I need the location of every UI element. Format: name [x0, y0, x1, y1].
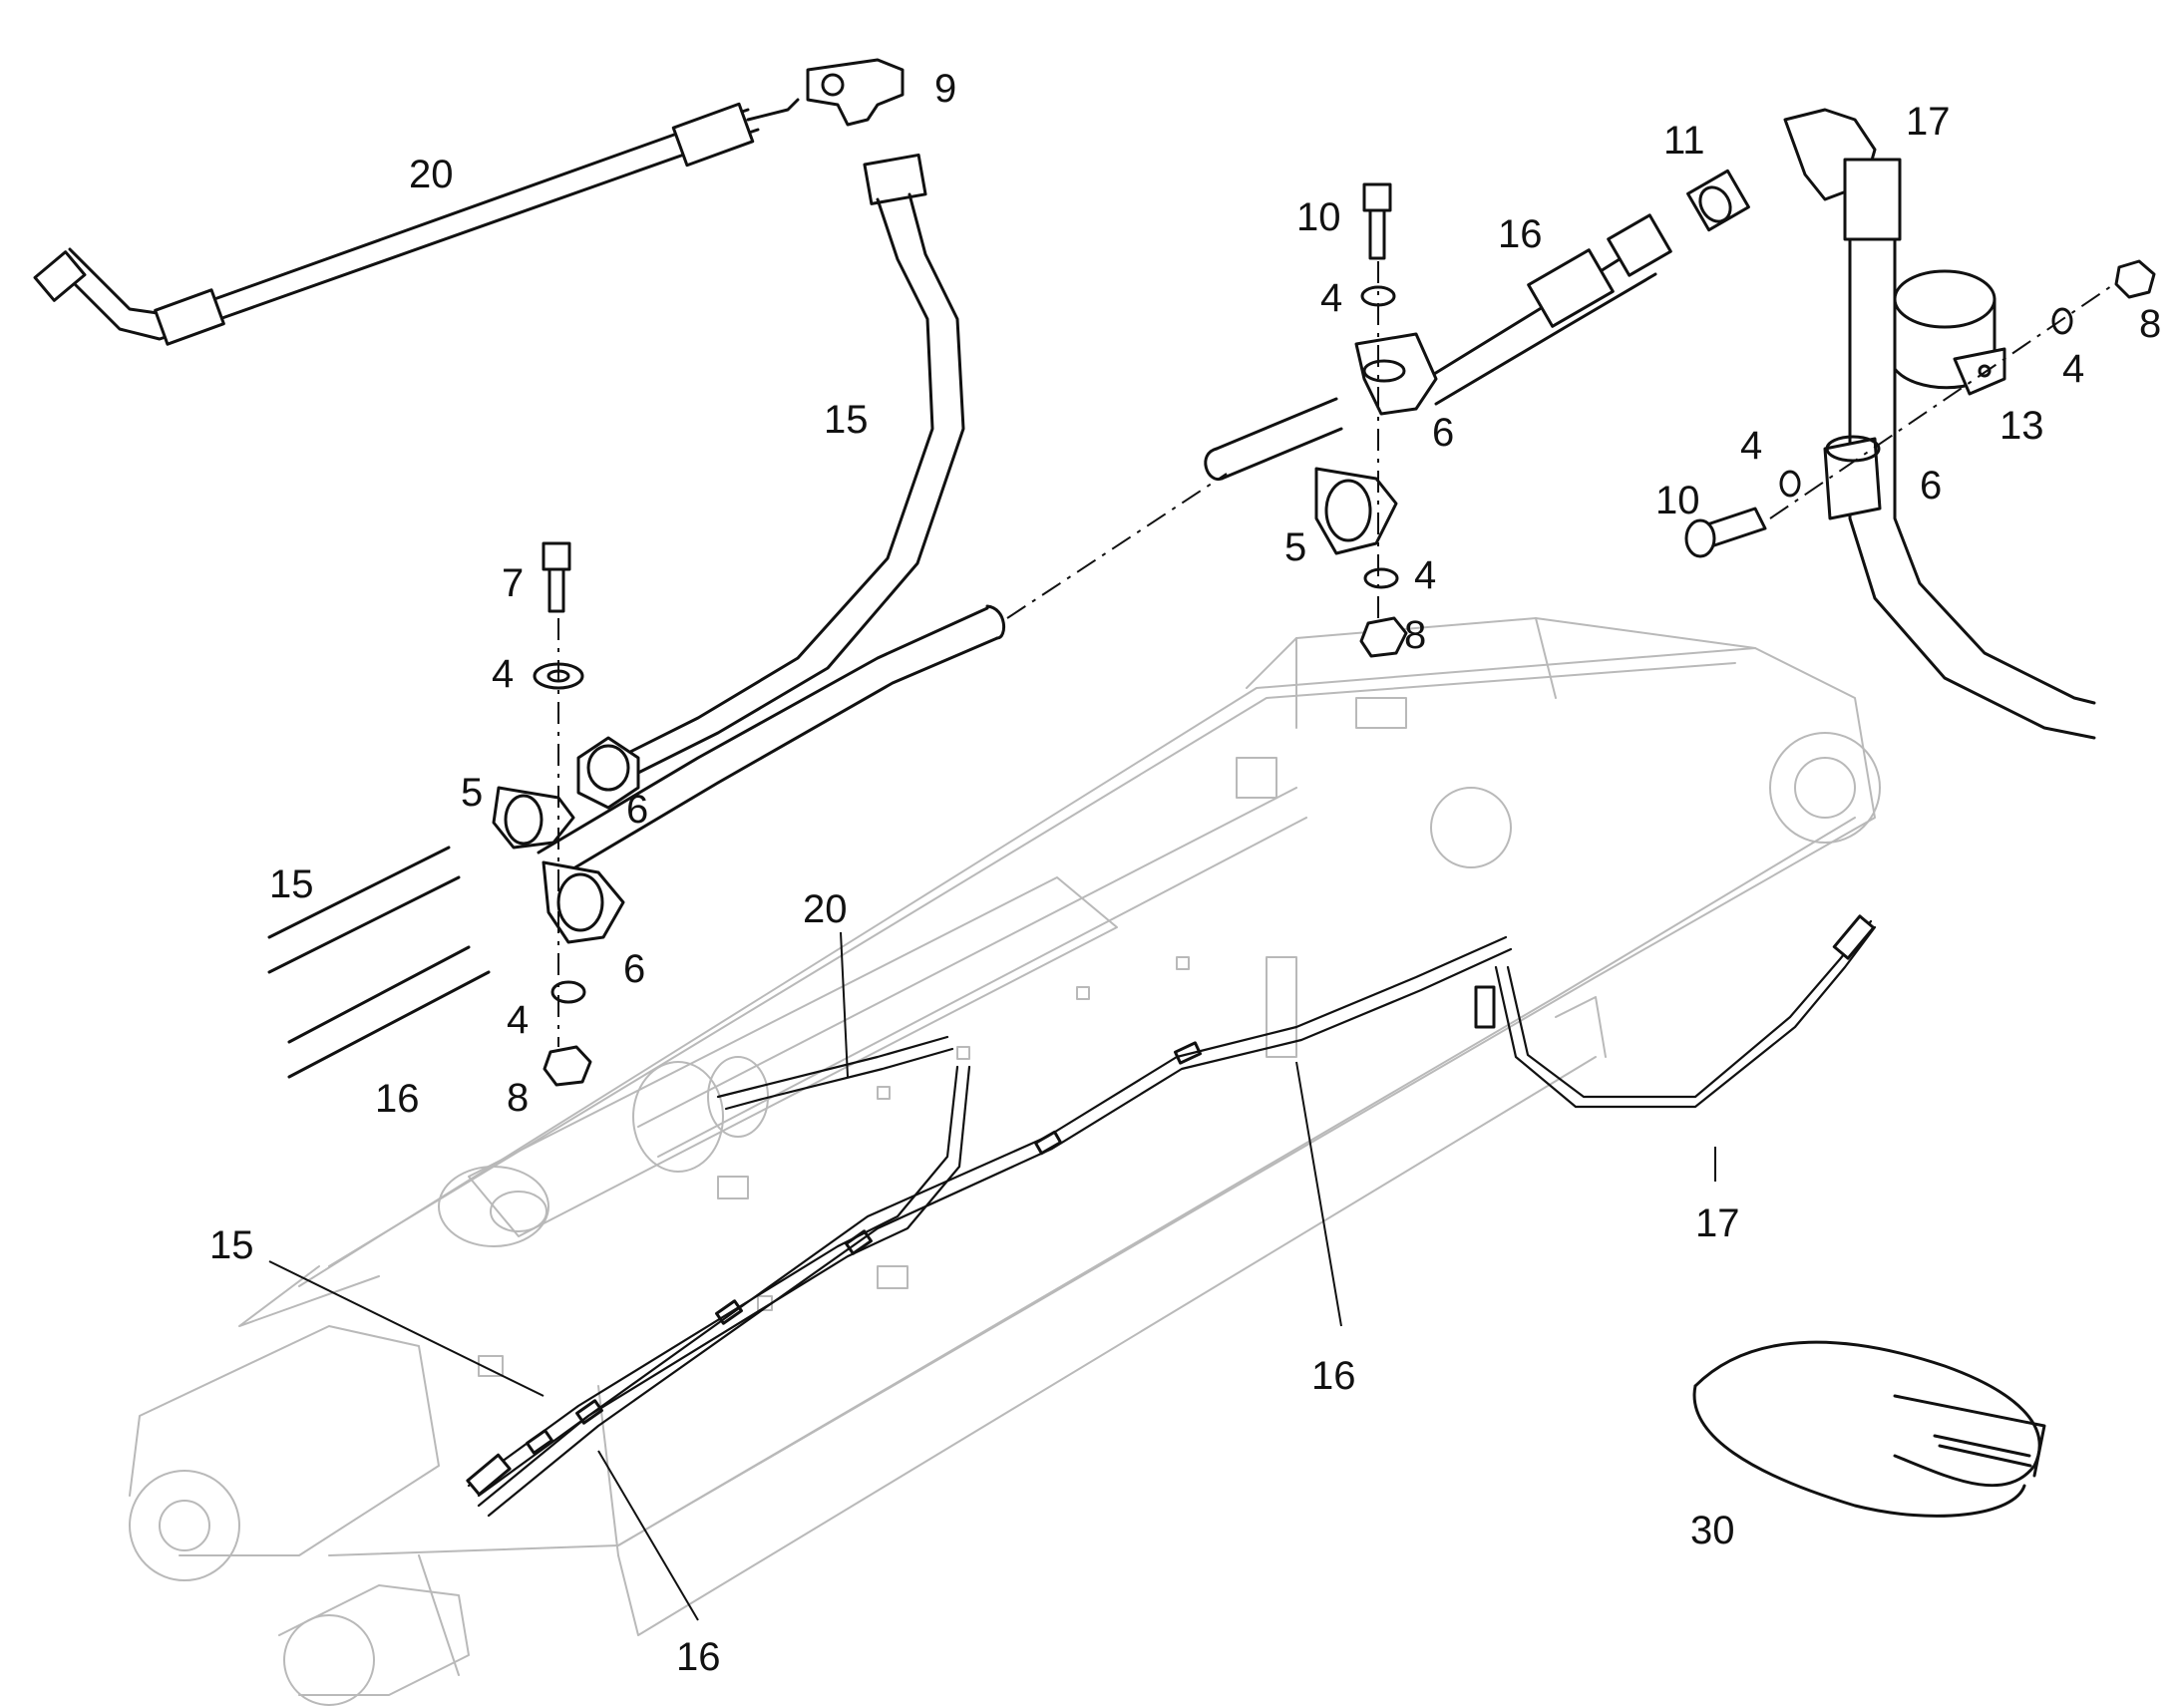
clamp-6-left-lower [542, 860, 625, 944]
callout-6: 6 [1920, 464, 1942, 508]
callout-10: 10 [1655, 479, 1700, 522]
strap-30 [1692, 1340, 2046, 1518]
callout-4: 4 [1320, 276, 1342, 320]
bolt-10-center [1362, 182, 1392, 260]
callout-4: 4 [507, 998, 529, 1042]
fitting-11 [1686, 169, 1750, 232]
callout-11: 11 [1663, 119, 1705, 163]
callout-20: 20 [803, 887, 848, 931]
bolt-10-right [1684, 507, 1767, 558]
clamp-13 [1893, 269, 2006, 396]
callout-8: 8 [2139, 302, 2161, 346]
hose-17-upper [1783, 108, 2096, 740]
callout-30: 30 [1690, 1509, 1735, 1552]
callout-15: 15 [824, 398, 869, 442]
callout-16: 16 [1311, 1354, 1356, 1398]
installed-hose-routing [466, 914, 1877, 1518]
hose-16-upper-left [537, 604, 1006, 879]
clamp-6-right [1823, 435, 1882, 520]
callout-10: 10 [1296, 195, 1341, 239]
washer-4-right-a [1779, 470, 1801, 498]
callout-8: 8 [507, 1076, 529, 1120]
callout-6: 6 [1432, 411, 1454, 455]
callout-17: 17 [1695, 1201, 1740, 1245]
clamp-6-left-upper [576, 736, 640, 810]
clamp-5-left [492, 786, 575, 850]
callout-13: 13 [1999, 404, 2044, 448]
callout-15: 15 [209, 1223, 254, 1267]
callout-4: 4 [2062, 347, 2084, 391]
callout-6: 6 [623, 947, 645, 991]
routing-link-16 [1006, 473, 1228, 619]
nut-8-left [543, 1045, 592, 1087]
leader-lines [268, 931, 1716, 1621]
callout-9: 9 [934, 67, 956, 111]
washer-4-left-b [550, 980, 586, 1004]
callout-15: 15 [269, 862, 314, 906]
callout-7: 7 [502, 561, 524, 605]
nut-8-center [1359, 616, 1408, 658]
nut-8-right [2114, 259, 2156, 299]
callout-8: 8 [1404, 613, 1426, 657]
callout-16: 16 [1498, 212, 1543, 256]
callout-5: 5 [461, 771, 483, 815]
washer-4-center-b [1363, 567, 1399, 589]
clamp-6-center [1354, 332, 1438, 416]
callout-16: 16 [676, 1635, 721, 1679]
callout-5: 5 [1284, 525, 1306, 569]
callout-20: 20 [409, 153, 454, 196]
clamp-5-center [1314, 467, 1398, 555]
hose-16-upper-right [1204, 213, 1672, 481]
callout-16: 16 [375, 1077, 420, 1121]
washer-4-center-a [1360, 285, 1396, 307]
callout-4: 4 [1414, 553, 1436, 597]
hose-15-upper [616, 153, 965, 775]
assembly-axis-right [1769, 283, 2115, 519]
tee-fitting-9 [806, 58, 905, 127]
bolt-7-left [542, 541, 571, 613]
callout-labels: 9 20 15 7 4 5 6 15 6 4 8 16 10 4 16 6 5 … [209, 67, 2161, 1679]
hose-section-lines [267, 846, 491, 1079]
hose-20-upper [33, 98, 800, 346]
callout-4: 4 [492, 652, 514, 696]
callout-6: 6 [626, 788, 648, 832]
callout-17: 17 [1906, 100, 1951, 144]
boom-assembly-outline [129, 617, 1881, 1706]
washer-4-right-b [2051, 307, 2073, 335]
callout-4: 4 [1740, 424, 1762, 468]
